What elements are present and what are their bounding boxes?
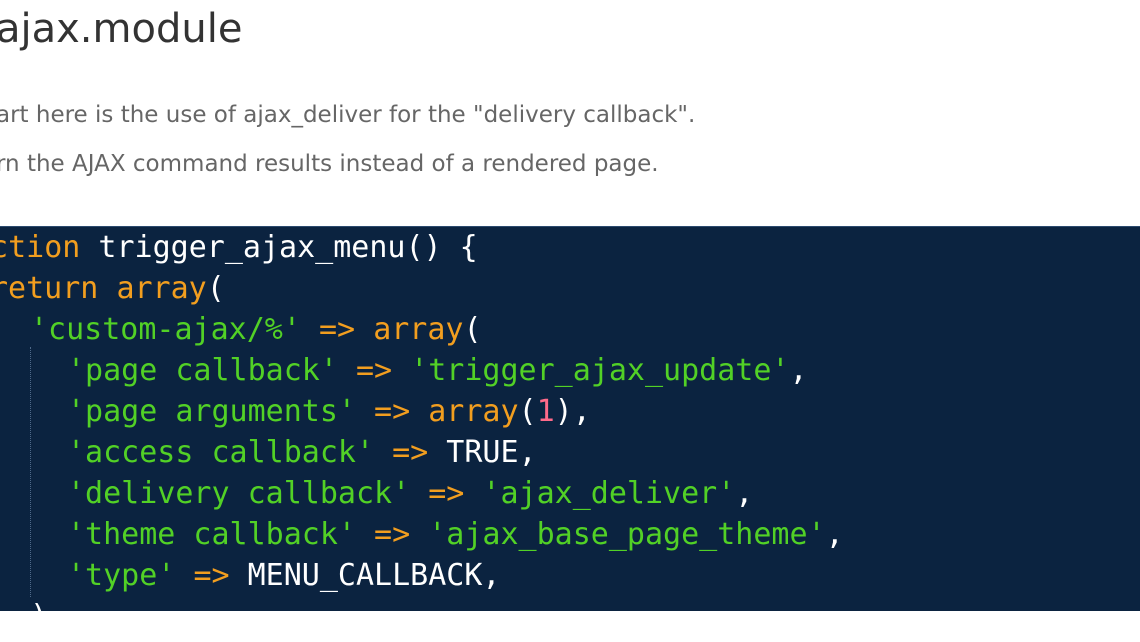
space-token	[464, 476, 482, 511]
string-token: 'trigger_ajax_update'	[410, 353, 790, 388]
keyword-token: array	[116, 271, 207, 306]
code-line-8: 'theme callback' => 'ajax_base_page_them…	[67, 514, 844, 555]
space-token	[98, 271, 116, 306]
keyword-token: return	[0, 271, 99, 306]
space-token	[355, 312, 373, 347]
code-line-7: 'delivery callback' => 'ajax_deliver',	[67, 473, 753, 514]
number-token: 1	[536, 394, 555, 429]
page-heading: ajax.module	[0, 6, 243, 52]
code-line-6: 'access callback' => TRUE,	[67, 432, 537, 473]
keyword-token: nction	[0, 230, 81, 265]
string-token: 'delivery callback'	[67, 476, 411, 511]
string-token: 'type'	[67, 558, 176, 593]
space-token	[230, 558, 248, 593]
constant-token: MENU_CALLBACK,	[247, 558, 501, 593]
punctuation-token: (	[463, 312, 482, 347]
punctuation-token: ,	[735, 476, 754, 511]
punctuation-token: ,	[789, 353, 808, 388]
string-token: 'page callback'	[67, 353, 338, 388]
string-token: 'access callback'	[67, 435, 375, 470]
space-token	[428, 435, 446, 470]
space-token	[356, 394, 374, 429]
operator-token: =>	[193, 558, 230, 593]
indent-guide	[30, 347, 31, 597]
string-token: 'ajax_base_page_theme'	[428, 517, 826, 552]
string-token: 'page arguments'	[67, 394, 356, 429]
operator-token: =>	[319, 312, 356, 347]
function-signature: trigger_ajax_menu() {	[80, 230, 478, 265]
space-token	[410, 394, 428, 429]
string-token: 'custom-ajax/%'	[30, 312, 301, 347]
code-line-3: 'custom-ajax/%' => array(	[30, 309, 482, 350]
constant-token: TRUE,	[446, 435, 537, 470]
space-token	[301, 312, 319, 347]
operator-token: =>	[374, 517, 411, 552]
punctuation-token: (	[518, 394, 537, 429]
code-line-9: 'type' => MENU_CALLBACK,	[67, 555, 501, 596]
keyword-token: array	[428, 394, 519, 429]
space-token	[392, 353, 410, 388]
space-token	[374, 435, 392, 470]
space-token	[410, 517, 428, 552]
keyword-token: array	[373, 312, 464, 347]
operator-token: =>	[356, 353, 393, 388]
code-block[interactable]: nction trigger_ajax_menu() { return arra…	[0, 226, 1140, 611]
punctuation-token: ),	[30, 599, 66, 611]
code-line-1: nction trigger_ajax_menu() {	[0, 227, 478, 268]
space-token	[356, 517, 374, 552]
string-token: 'ajax_deliver'	[482, 476, 736, 511]
code-line-2: return array(	[0, 268, 225, 309]
space-token	[410, 476, 428, 511]
punctuation-token: (	[206, 271, 225, 306]
code-line-10: ),	[30, 596, 66, 611]
description-line-2: rn the AJAX command results instead of a…	[0, 151, 659, 177]
space-token	[338, 353, 356, 388]
space-token	[175, 558, 193, 593]
page-footer-strip	[0, 611, 1140, 642]
string-token: 'theme callback'	[67, 517, 356, 552]
description-line-1: art here is the use of ajax_deliver for …	[0, 102, 696, 128]
operator-token: =>	[392, 435, 429, 470]
operator-token: =>	[374, 394, 411, 429]
code-line-4: 'page callback' => 'trigger_ajax_update'…	[67, 350, 808, 391]
punctuation-token: ),	[554, 394, 591, 429]
punctuation-token: ,	[825, 517, 844, 552]
operator-token: =>	[428, 476, 465, 511]
code-line-5: 'page arguments' => array(1),	[67, 391, 591, 432]
